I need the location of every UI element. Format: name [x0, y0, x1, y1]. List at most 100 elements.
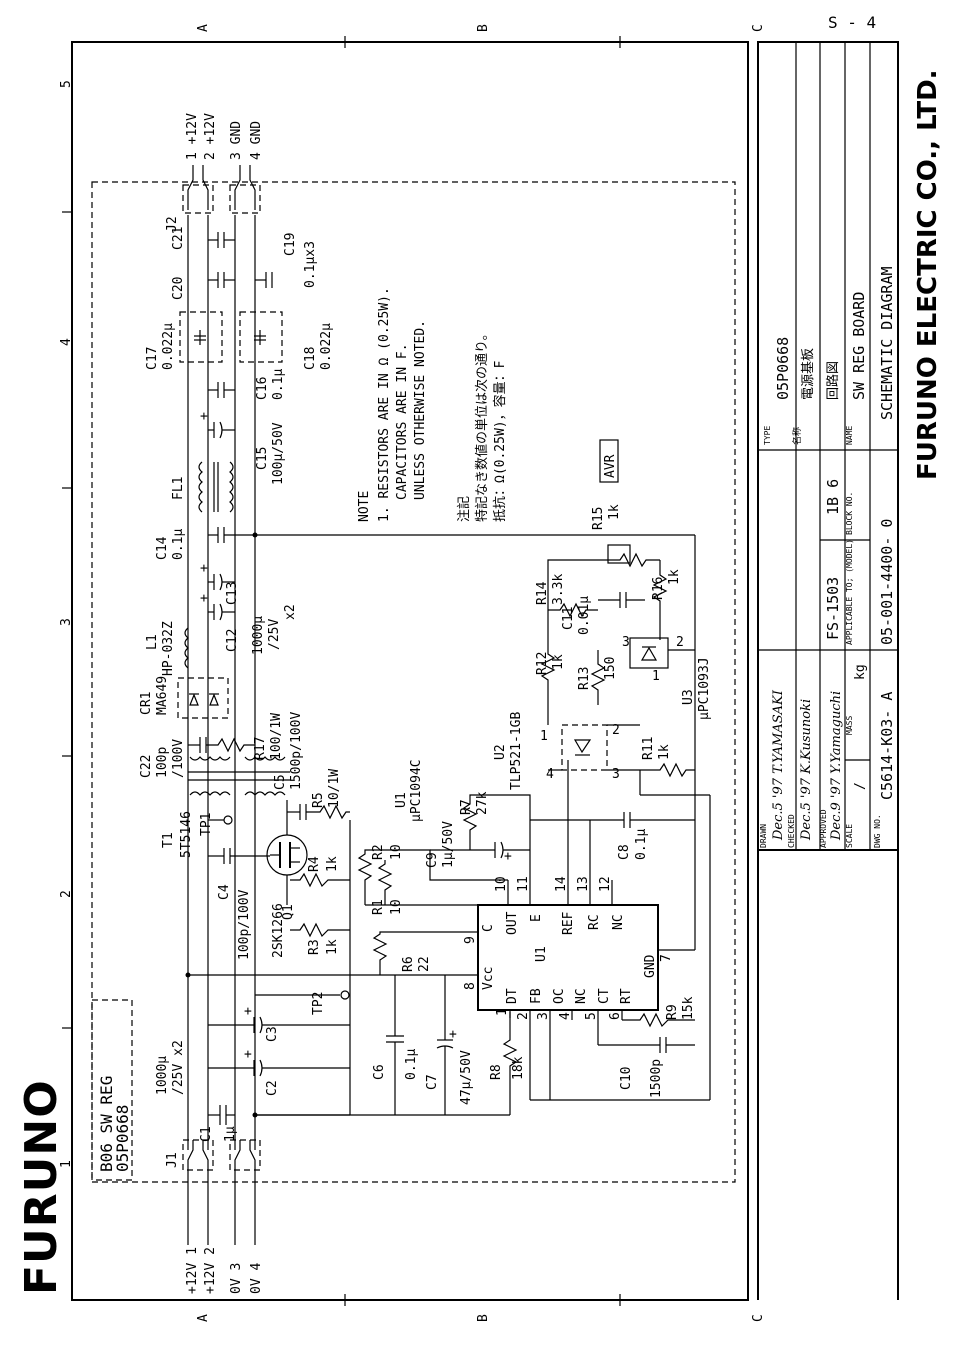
- u3-ref: U3: [681, 689, 696, 705]
- zone-side-5: 5: [59, 80, 74, 88]
- u1-label-oc: OC: [552, 988, 567, 1004]
- tp2-ref: TP2: [311, 992, 326, 1015]
- r14-value: 3.3k: [551, 574, 566, 605]
- u3-part: μPC1093J: [697, 657, 712, 720]
- r13-ref: R13: [577, 667, 592, 690]
- c22-ref: C22: [139, 755, 154, 778]
- u1-label-c: C: [481, 924, 496, 932]
- snubber-c22-r17: C22 100p /100V R17 100/1W: [139, 713, 284, 778]
- j2-pin2: 2 +12V: [203, 113, 218, 160]
- r2-ref: R2: [371, 844, 386, 860]
- u2-pin3: 3: [612, 767, 620, 782]
- c8-ref: C8: [617, 844, 632, 860]
- capacitor-c1: C1 1μ: [199, 1105, 238, 1142]
- resistor-r9: R9 15k: [622, 996, 696, 1028]
- sheet-number: S - 4: [828, 13, 876, 32]
- dwg-no-value: C5614-K03- A: [878, 692, 896, 800]
- ic-u1: U1 Vcc 8 C OUT E REF RC NC DT FB OC NC C…: [460, 760, 711, 1101]
- c12-ref: C12: [225, 629, 240, 652]
- tp1-ref: TP1: [199, 813, 214, 836]
- zone-markers: A B C A B C 5 4 3 2 1: [59, 24, 766, 1322]
- checked-value: Dec.5 '97 K.Kusunoki: [799, 699, 814, 841]
- j2-pin4: 4 GND: [249, 121, 264, 160]
- board-outline: [91, 181, 736, 1183]
- block-no-value: 1B 6: [824, 479, 842, 515]
- cr1-ref: CR1: [139, 692, 154, 715]
- r4-ref: R4: [307, 856, 322, 872]
- c11-value: 0.01μ: [577, 596, 592, 635]
- c15-ref: C15: [255, 447, 270, 470]
- capacitor-c15-c16: + C15 100μ/50V C16 0.1μ: [200, 369, 286, 485]
- c17-ref: C17: [145, 347, 160, 370]
- u1-pin9: 9: [463, 936, 478, 944]
- r2-value: 10: [389, 844, 404, 860]
- u1-pin11: 11: [516, 876, 531, 892]
- c22-rating: /100V: [171, 739, 186, 778]
- u1-label-nc-top: NC: [611, 914, 626, 930]
- r3-ref: R3: [307, 939, 322, 955]
- c2-ref: C2: [265, 1080, 280, 1096]
- shunt-regulator-u3: 3 1 2 U3 μPC1093J: [622, 635, 712, 720]
- u1-label-fb: FB: [529, 988, 544, 1004]
- r15-ref: R15: [591, 507, 606, 530]
- note-jp-line1: 特記なき数値の単位は次の通り。: [474, 327, 490, 522]
- u3-pin3: 3: [622, 635, 630, 650]
- note-title: NOTE: [357, 491, 372, 522]
- u1-label-ct: CT: [597, 988, 612, 1004]
- capacitor-c10: C10 1500p: [598, 1037, 695, 1098]
- u1-pin5: 5: [584, 1012, 599, 1020]
- u2-pin2: 2: [612, 723, 620, 738]
- r17-value: 100/1W: [269, 713, 284, 760]
- c16-ref: C16: [255, 377, 270, 400]
- q1-ref: Q1: [281, 904, 296, 920]
- avr-box: [599, 439, 619, 483]
- c9-ref: C9: [425, 852, 440, 868]
- u1-pin10: 10: [494, 876, 509, 892]
- svg-text:+: +: [244, 1047, 252, 1062]
- resistor-r7: R7 27k: [459, 791, 590, 850]
- diagram-jp: 回路図: [825, 361, 841, 400]
- c10-ref: C10: [619, 1067, 634, 1090]
- c18-value: 0.022μ: [319, 323, 334, 370]
- capacitor-c7: + C7 47μ/50V: [425, 975, 474, 1115]
- c22-value: 100p: [155, 747, 170, 778]
- c14-ref: C14: [155, 536, 170, 560]
- note-jp-title: 注記: [456, 496, 472, 522]
- test-point-tp2: TP2: [255, 990, 350, 1015]
- u1-pin1: 1: [495, 1008, 510, 1016]
- capacitor-c5-resistor-r5: C5 1500p/100V R5 10/1W: [273, 712, 350, 820]
- applicable-value: FS-1503: [824, 577, 842, 640]
- mass-unit: kg: [853, 664, 868, 680]
- t1-part: 5T5146: [179, 811, 194, 858]
- type-value: 05P0668: [774, 337, 792, 400]
- c2c3-rating: /25V x2: [171, 1040, 186, 1095]
- u1-pin12: 12: [598, 876, 613, 892]
- c9-value: 1μ/50V: [441, 821, 456, 868]
- board-label-line1: B06 SW REG: [97, 1076, 116, 1172]
- scale-value: /: [853, 782, 868, 790]
- note-line3: UNLESS OTHERWISE NOTED.: [413, 320, 428, 500]
- u1-label-ref: REF: [561, 911, 576, 935]
- name-jp-label: 名称: [791, 427, 803, 445]
- c12c13-rating: /25V: [267, 619, 282, 650]
- r7-ref: R7: [459, 799, 474, 815]
- u1-pin14: 14: [554, 876, 569, 892]
- cr1-part: MA649: [155, 676, 170, 715]
- mass-label: MASS: [845, 716, 854, 735]
- capacitor-c9: + C9 1μ/50V: [425, 821, 530, 868]
- r15-value: 1k: [607, 504, 622, 520]
- r13-value: 150: [603, 657, 618, 680]
- u1-pin7: 7: [659, 954, 674, 962]
- capacitor-c14: C14 0.1μ: [155, 527, 255, 560]
- r8-value: 18k: [511, 1056, 526, 1080]
- u1-pin13: 13: [576, 876, 591, 892]
- board-label-box: [91, 999, 133, 1181]
- j2-pin1: 1 +12V: [185, 113, 200, 160]
- name-label: NAME: [845, 426, 854, 445]
- fl1-ref: FL1: [171, 477, 186, 500]
- j2-ref: J2: [165, 216, 180, 232]
- resistor-r8: R8 18k: [489, 1012, 526, 1115]
- resistor-r6: R6 22: [372, 931, 470, 975]
- c18-ref: C18: [303, 347, 318, 370]
